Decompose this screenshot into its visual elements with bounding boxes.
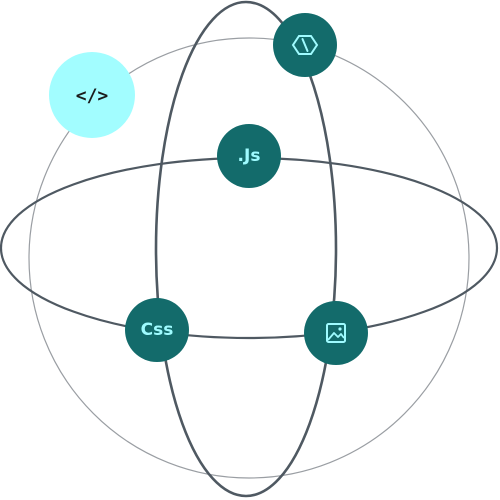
hexagon-code-icon [291, 35, 319, 55]
sphere-outline [28, 37, 470, 479]
image-node [304, 301, 368, 365]
js-node-circle [217, 124, 281, 188]
css-node-circle [125, 298, 189, 362]
hexagon-node [273, 13, 337, 77]
css-label: Css [141, 320, 174, 340]
code-node: </> [49, 52, 135, 138]
js-label: .Js [238, 146, 261, 166]
image-icon [326, 323, 346, 343]
vertical-orbit [154, 0, 338, 498]
js-node: .Js [217, 124, 281, 188]
code-node-circle [49, 52, 135, 138]
code-icon: </> [76, 86, 109, 107]
css-node: Css [125, 298, 189, 362]
image-node-circle [304, 301, 368, 365]
